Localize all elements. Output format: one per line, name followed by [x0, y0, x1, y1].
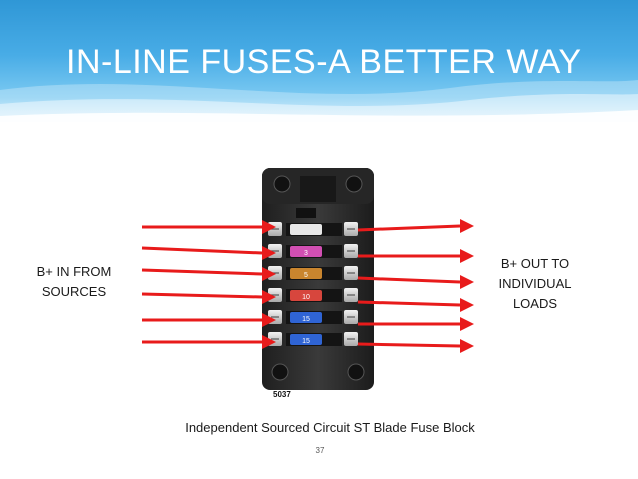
fuse-rating: 15 — [302, 316, 310, 323]
fuse-rows: 3 5 10 15 15 — [268, 222, 358, 346]
output-arrow — [357, 342, 461, 348]
output-label-line: B+ OUT TO — [500, 256, 570, 271]
mounting-hole-icon — [271, 363, 289, 381]
header-banner: IN-LINE FUSES-A BETTER WAY — [0, 0, 638, 122]
blade-fuse-icon — [290, 312, 322, 323]
fuse-row: 5 — [268, 266, 358, 280]
output-label: B+ OUT TO INDIVIDUAL LOADS — [480, 254, 590, 314]
blade-fuse-icon — [290, 290, 322, 301]
output-arrows — [357, 219, 474, 353]
input-arrows — [141, 220, 276, 349]
figure-caption: Independent Sourced Circuit ST Blade Fus… — [185, 420, 475, 435]
mounting-hole-icon — [273, 175, 291, 193]
slide-title: IN-LINE FUSES-A BETTER WAY — [66, 43, 582, 81]
arrow-head-icon — [460, 339, 474, 353]
arrow-head-icon — [262, 246, 276, 260]
blade-fuse-icon — [290, 224, 322, 235]
mounting-hole-icon — [345, 175, 363, 193]
input-label-line: SOURCES — [41, 284, 107, 299]
arrow-head-icon — [262, 220, 276, 234]
blade-fuse-icon — [290, 334, 322, 345]
fuse-row: 10 — [268, 288, 358, 302]
arrow-head-icon — [460, 275, 474, 289]
fuse-rating: 3 — [304, 250, 308, 257]
arrow-head-icon — [262, 335, 276, 349]
arrow-head-icon — [460, 317, 474, 331]
arrow-head-icon — [262, 267, 276, 281]
fuse-rating: 5 — [304, 272, 308, 279]
input-label: B+ IN FROM SOURCES — [28, 262, 120, 302]
fuse-row — [268, 222, 358, 236]
fuse-rating: 10 — [302, 294, 310, 301]
arrow-head-icon — [262, 313, 276, 327]
arrow-head-icon — [460, 219, 474, 233]
fuse-block: 3 5 10 15 15 5037 — [262, 168, 374, 399]
fuse-row: 15 — [268, 310, 358, 324]
output-arrow — [357, 224, 461, 232]
fuse-row: 15 — [268, 332, 358, 346]
input-arrow — [141, 246, 263, 255]
page-number: 37 — [315, 446, 325, 455]
arrow-head-icon — [262, 290, 276, 304]
blade-fuse-icon — [290, 268, 322, 279]
input-label-line: B+ IN FROM — [36, 264, 112, 279]
mounting-hole-icon — [347, 363, 365, 381]
input-arrow — [141, 268, 263, 276]
arrow-head-icon — [460, 298, 474, 312]
header-wave-decoration — [0, 80, 638, 122]
output-arrow — [357, 276, 461, 284]
fuse-rating: 15 — [302, 338, 310, 345]
model-number: 5037 — [273, 390, 291, 399]
input-arrow — [141, 292, 263, 299]
output-arrow — [357, 300, 461, 307]
output-label-line: INDIVIDUAL — [498, 276, 572, 291]
output-label-line: LOADS — [512, 296, 558, 311]
fuse-row: 3 — [268, 244, 358, 258]
blade-fuse-icon — [290, 246, 322, 257]
arrow-head-icon — [460, 249, 474, 263]
